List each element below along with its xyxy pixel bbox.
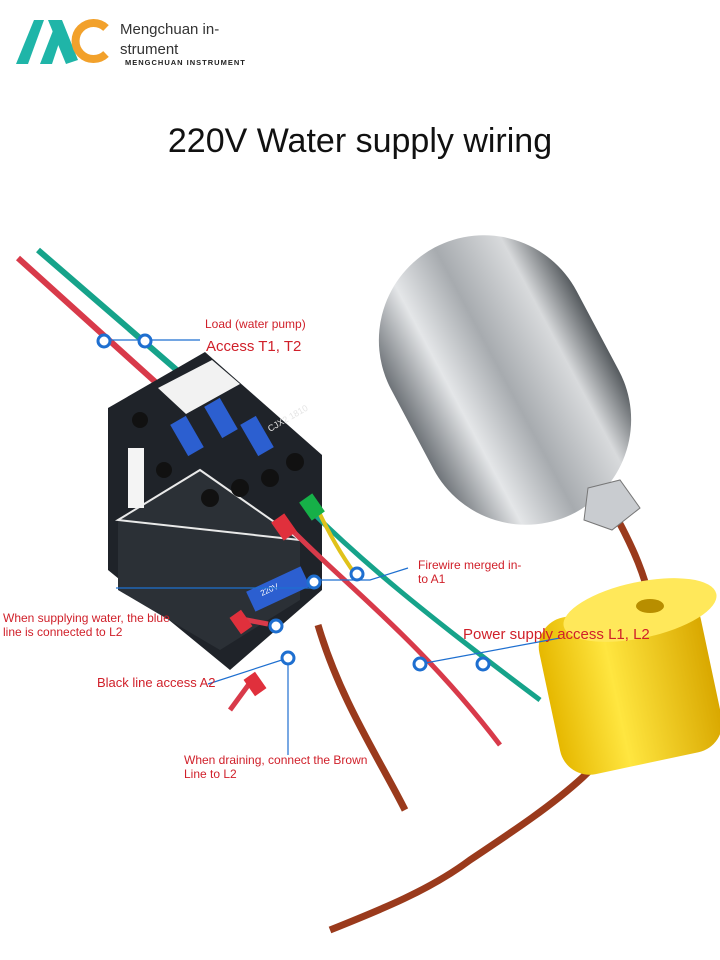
yellow-wire <box>316 509 357 576</box>
red-wire-top <box>15 255 165 391</box>
green-wire-top <box>36 247 188 381</box>
brand-name: Mengchuan in-strument <box>120 21 220 58</box>
brand-subtitle: MENGCHUAN INSTRUMENT <box>125 58 246 67</box>
page-title: 220V Water supply wiring <box>167 122 553 160</box>
brand-logo-icon <box>16 19 109 64</box>
float-nut <box>583 479 641 531</box>
red-terminal-cap-2 <box>229 609 253 635</box>
green-terminal-cap <box>299 493 325 521</box>
label-black-line: Black line access A2 <box>97 675 216 690</box>
contactor <box>108 352 322 670</box>
stainless-float <box>378 235 632 525</box>
label-load: Load (water pump) <box>205 317 306 331</box>
red-terminal-cap-3 <box>243 671 267 697</box>
red-terminal-cap <box>271 513 297 541</box>
label-blue-line: When supplying water, the blue line is c… <box>3 611 170 639</box>
red-wire-out <box>288 526 502 747</box>
label-access-t1-t2: Access T1, T2 <box>206 338 302 355</box>
callout-markers <box>96 333 491 672</box>
brown-wire <box>314 624 409 812</box>
yellow-counterweight <box>538 578 720 775</box>
label-firewire: Firewire merged in-to A1 <box>418 558 522 586</box>
brand-header: Mengchuan in-strument MENGCHUAN INSTRUME… <box>14 14 274 74</box>
label-draining: When draining, connect the Brown Line to… <box>184 753 368 781</box>
callout-lines <box>104 339 561 755</box>
label-power-supply: Power supply access L1, L2 <box>463 626 650 643</box>
